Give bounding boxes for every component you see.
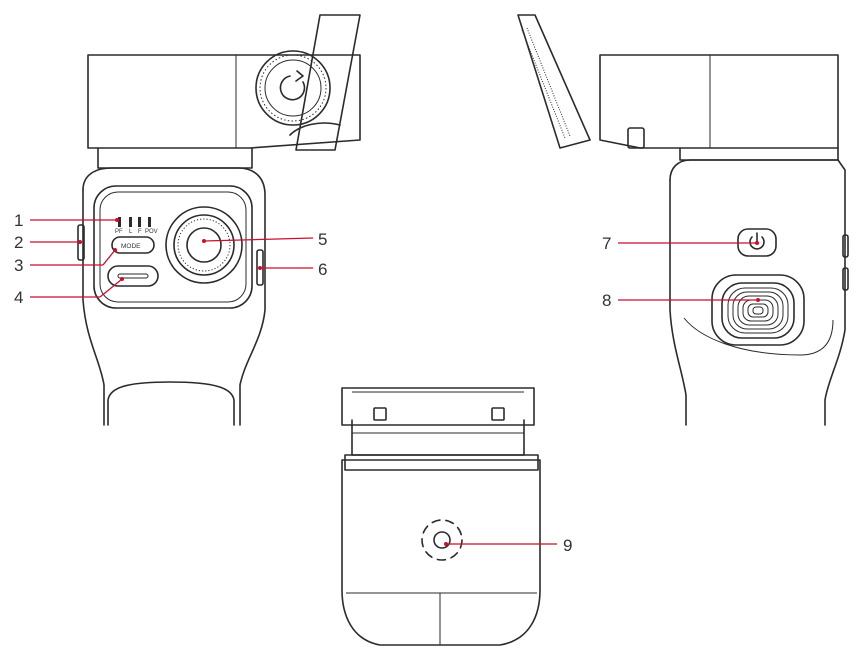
callout-8: 8 (602, 291, 611, 310)
shutter-button (107, 265, 159, 287)
indicator-label-l: L (129, 229, 133, 235)
callout-7: 7 (602, 234, 611, 253)
callout-5: 5 (318, 230, 327, 249)
indicator-label-pov: POV (145, 229, 158, 235)
fingerprint-pad-icon (711, 274, 805, 346)
callout-3: 3 (14, 256, 23, 275)
callout-4: 4 (14, 288, 23, 307)
callout-1: 1 (14, 211, 23, 230)
magnetic-sensor-icon (421, 519, 463, 561)
callout-6: 6 (318, 260, 327, 279)
mode-indicator-lights: PF L F POV (115, 217, 158, 235)
rotate-dial (255, 50, 331, 126)
callout-2: 2 (14, 233, 23, 252)
mode-button-label: MODE (121, 243, 141, 250)
rotate-arrow-icon (279, 70, 306, 101)
joystick (165, 206, 243, 284)
indicator-label-pf: PF (115, 229, 123, 235)
mode-button: MODE (111, 236, 155, 254)
back-view (517, 14, 849, 426)
callouts: 1 2 3 4 5 6 7 8 9 (14, 211, 760, 555)
power-icon (749, 232, 765, 250)
front-view: PF L F POV MODE (77, 14, 361, 426)
callout-9: 9 (563, 536, 572, 555)
clamp-view (341, 387, 541, 646)
indicator-label-f: F (138, 229, 142, 235)
